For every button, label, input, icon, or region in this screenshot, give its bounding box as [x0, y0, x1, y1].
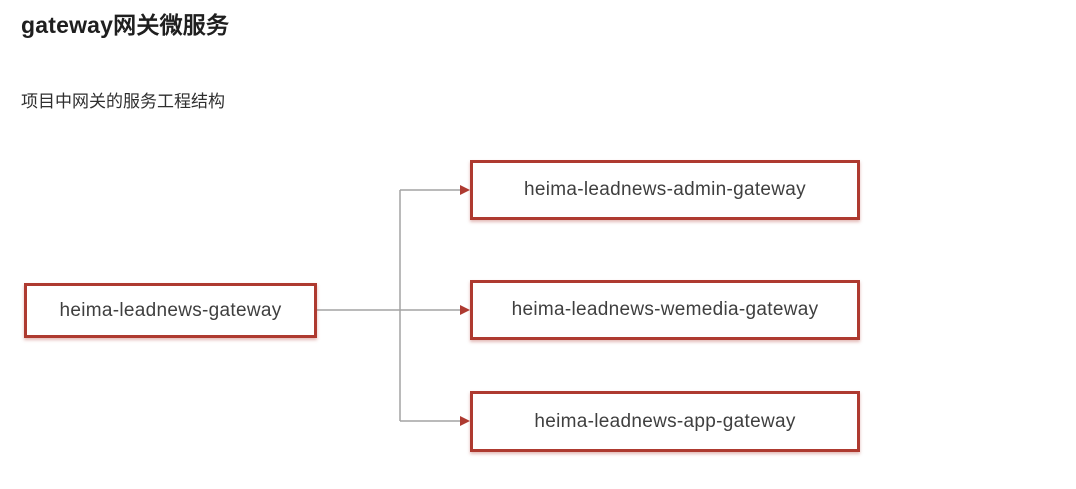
node-wemedia-gateway: heima-leadnews-wemedia-gateway: [470, 280, 860, 340]
page-title: gateway网关微服务: [21, 12, 230, 38]
node-gateway-label: heima-leadnews-gateway: [59, 299, 282, 321]
node-app-gateway: heima-leadnews-app-gateway: [470, 391, 860, 452]
node-app-gateway-label: heima-leadnews-app-gateway: [534, 410, 796, 432]
arrowhead-middle-icon: [460, 305, 470, 315]
node-admin-gateway-label: heima-leadnews-admin-gateway: [524, 179, 806, 200]
node-gateway: heima-leadnews-gateway: [24, 283, 317, 338]
arrowhead-top-icon: [460, 185, 470, 195]
node-wemedia-gateway-label: heima-leadnews-wemedia-gateway: [511, 299, 819, 320]
section-subtitle: 项目中网关的服务工程结构: [21, 92, 225, 111]
arrowhead-bottom-icon: [460, 416, 470, 426]
node-admin-gateway: heima-leadnews-admin-gateway: [470, 160, 860, 220]
